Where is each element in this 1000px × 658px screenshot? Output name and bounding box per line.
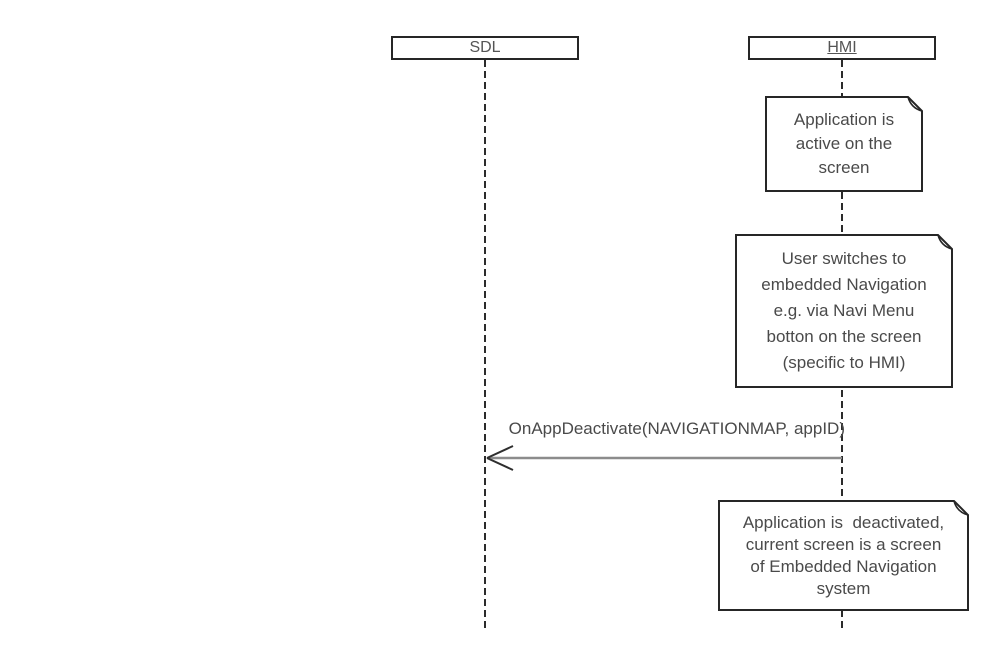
lifeline-head-hmi: HMI: [748, 36, 936, 60]
note-shape-icon: [718, 500, 969, 611]
note-line: of Embedded Navigation: [750, 556, 937, 576]
note-shape-icon: [765, 96, 923, 192]
note-text: Application is deactivated, current scre…: [718, 500, 969, 611]
note-line: botton on the screen: [766, 327, 922, 346]
note-line: Application is: [793, 110, 895, 129]
note-shape-icon: [735, 234, 953, 388]
note-line: system: [816, 578, 871, 598]
note-user-switches: User switches to embedded Navigation e.g…: [735, 234, 953, 388]
lifeline-label-sdl: SDL: [469, 39, 501, 56]
note-line: e.g. via Navi Menu: [773, 301, 915, 320]
note-line: User switches to: [781, 249, 907, 268]
lifeline-head-sdl: SDL: [391, 36, 579, 60]
note-application-deactivated: Application is deactivated, current scre…: [718, 500, 969, 611]
note-line: embedded Navigation: [761, 275, 927, 294]
note-text: Application is active on the screen: [765, 96, 923, 192]
note-line: (specific to HMI): [782, 353, 906, 372]
lifeline-label-hmi: HMI: [827, 39, 857, 56]
note-line: current screen is a screen: [745, 534, 942, 554]
note-application-active: Application is active on the screen: [765, 96, 923, 192]
note-line: screen: [818, 158, 870, 177]
message-open-arrowhead-icon: [486, 445, 514, 471]
message-label: OnAppDeactivate(NAVIGATIONMAP, appID): [508, 419, 845, 438]
note-line: active on the: [795, 134, 893, 153]
note-line: Application is deactivated,: [742, 512, 945, 532]
note-text: User switches to embedded Navigation e.g…: [735, 234, 953, 388]
